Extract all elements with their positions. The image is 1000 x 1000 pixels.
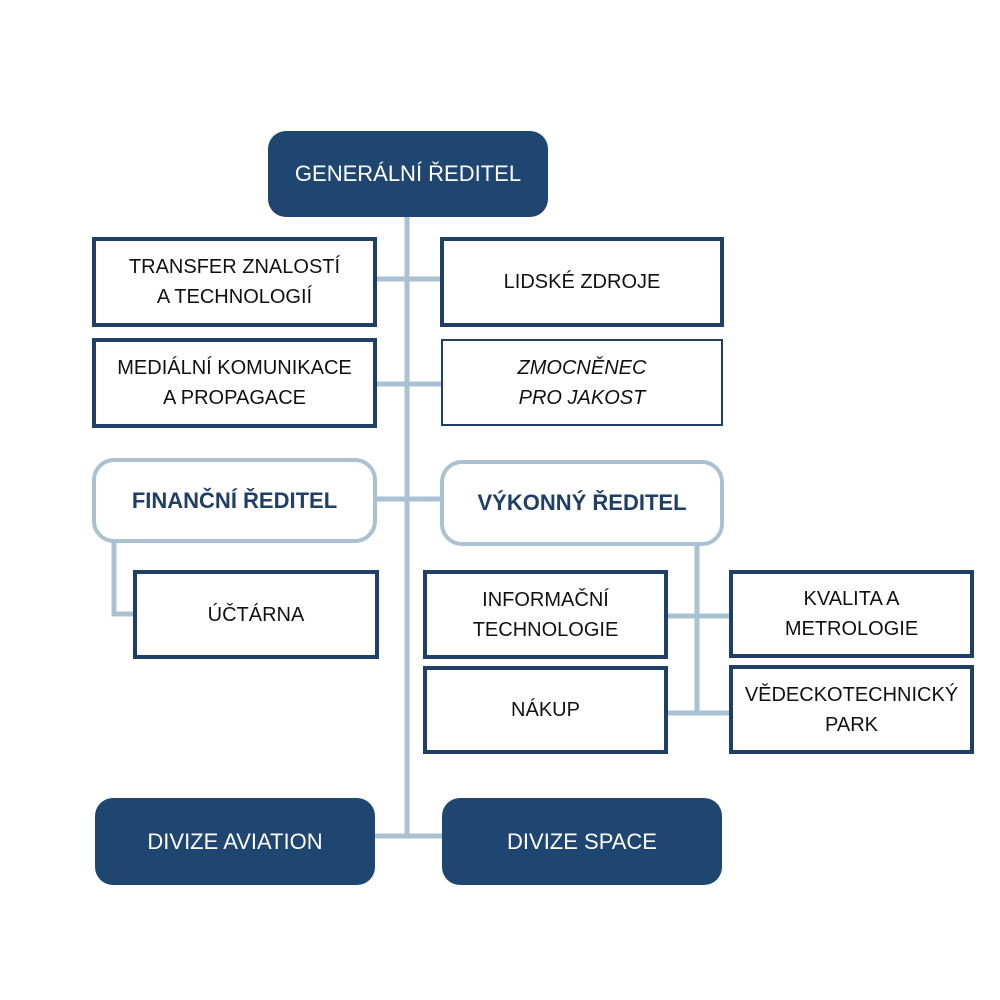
media-communication-label-line1: MEDIÁLNÍ KOMUNIKACE bbox=[117, 357, 352, 379]
space-division-label: DIVIZE SPACE bbox=[507, 828, 657, 854]
knowledge-transfer-label-line1: TRANSFER ZNALOSTÍ bbox=[128, 256, 341, 278]
media-communication-label-line2: A PROPAGACE bbox=[162, 387, 306, 409]
knowledge-transfer-box[interactable]: TRANSFER ZNALOSTÍ A TECHNOLOGIÍ bbox=[92, 237, 377, 327]
cfo-box[interactable]: FINANČNÍ ŘEDITEL bbox=[92, 458, 377, 543]
purchasing-box[interactable]: NÁKUP bbox=[423, 666, 668, 754]
quality-metrology-label-line2: METROLOGIE bbox=[784, 618, 919, 640]
aviation-division-box[interactable]: DIVIZE AVIATION bbox=[95, 798, 375, 885]
science-park-box[interactable]: VĚDECKOTECHNICKÝ PARK bbox=[729, 665, 974, 754]
aviation-division-label: DIVIZE AVIATION bbox=[147, 828, 323, 854]
quality-representative-label-line1: ZMOCNĚNEC bbox=[517, 356, 647, 379]
media-communication-box[interactable]: MEDIÁLNÍ KOMUNIKACE A PROPAGACE bbox=[92, 338, 377, 428]
quality-representative-label-line2: PRO JAKOST bbox=[518, 386, 646, 409]
branch-cfo-accounting bbox=[111, 537, 137, 617]
quality-metrology-label-line1: KVALITA A bbox=[803, 588, 900, 610]
coo-box[interactable]: VÝKONNÝ ŘEDITEL bbox=[440, 460, 724, 546]
accounting-box[interactable]: ÚČTÁRNA bbox=[133, 570, 379, 659]
purchasing-label: NÁKUP bbox=[511, 699, 580, 721]
information-technology-label-line1: INFORMAČNÍ bbox=[482, 588, 609, 611]
knowledge-transfer-label-line2: A TECHNOLOGIÍ bbox=[156, 286, 313, 308]
space-division-box[interactable]: DIVIZE SPACE bbox=[442, 798, 722, 885]
coo-label: VÝKONNÝ ŘEDITEL bbox=[477, 490, 687, 515]
information-technology-box[interactable]: INFORMAČNÍ TECHNOLOGIE bbox=[423, 570, 668, 659]
accounting-label: ÚČTÁRNA bbox=[207, 603, 305, 626]
science-park-label-line2: PARK bbox=[825, 713, 878, 736]
information-technology-label-line2: TECHNOLOGIE bbox=[472, 618, 619, 641]
science-park-label-line1: VĚDECKOTECHNICKÝ bbox=[744, 683, 959, 706]
quality-metrology-box[interactable]: KVALITA A METROLOGIE bbox=[729, 570, 974, 658]
ceo-label: GENERÁLNÍ ŘEDITEL bbox=[294, 161, 522, 186]
human-resources-label: LIDSKÉ ZDROJE bbox=[503, 271, 661, 293]
quality-representative-box[interactable]: ZMOCNĚNEC PRO JAKOST bbox=[441, 339, 723, 426]
human-resources-box[interactable]: LIDSKÉ ZDROJE bbox=[440, 237, 724, 327]
cfo-label: FINANČNÍ ŘEDITEL bbox=[131, 487, 338, 513]
ceo-box[interactable]: GENERÁLNÍ ŘEDITEL bbox=[268, 131, 548, 217]
